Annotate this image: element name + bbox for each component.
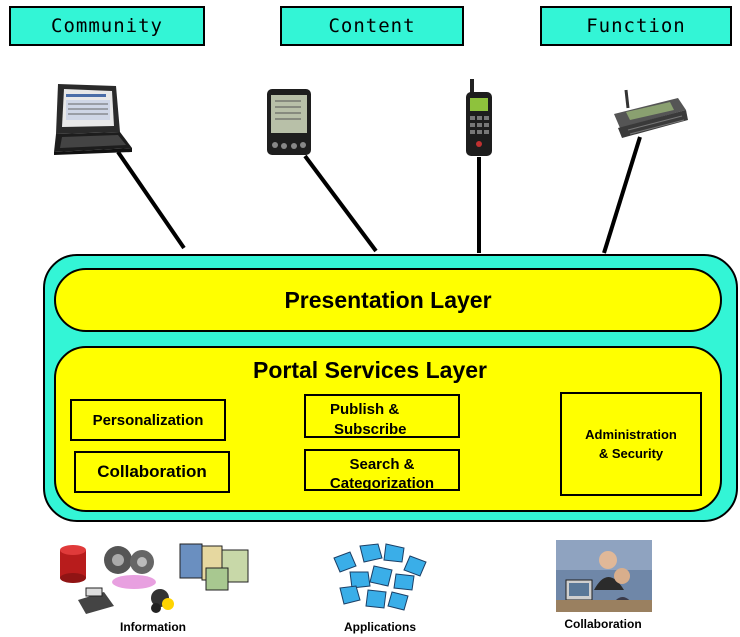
publish-subscribe-box: Publish & Subscribe (304, 394, 460, 438)
security-label: & Security (598, 446, 664, 461)
information-icon (60, 543, 249, 614)
presentation-layer: Presentation Layer (54, 268, 722, 332)
collaboration-photo-icon (556, 540, 652, 612)
communicator-icon (614, 89, 688, 138)
categorization-label: Categorization (329, 475, 435, 492)
pda-icon (267, 89, 311, 155)
publish-label: Publish & (330, 401, 400, 418)
administration-label: Administration (585, 427, 677, 442)
applications-caption: Applications (343, 620, 416, 634)
administration-security-box: Administration & Security (560, 392, 702, 496)
portal-services-title: Portal Services Layer (253, 357, 487, 383)
presentation-layer-label: Presentation Layer (284, 286, 492, 313)
tab-function: Function (540, 6, 732, 46)
tab-community: Community (9, 6, 205, 46)
search-label: Search & (349, 456, 415, 473)
personalization-label: Personalization (92, 411, 204, 429)
collaboration-caption: Collaboration (564, 617, 642, 631)
collaboration-box: Collaboration (74, 451, 230, 493)
search-categorization-box: Search & Categorization (304, 449, 460, 492)
subscribe-label: Subscribe (334, 421, 407, 438)
personalization-box: Personalization (70, 399, 226, 441)
collaboration-label: Collaboration (97, 462, 207, 481)
laptop-icon (54, 84, 132, 155)
applications-icon (333, 543, 427, 611)
tab-content: Content (280, 6, 464, 46)
information-caption: Information (120, 620, 186, 634)
mobile-phone-icon (466, 79, 492, 156)
